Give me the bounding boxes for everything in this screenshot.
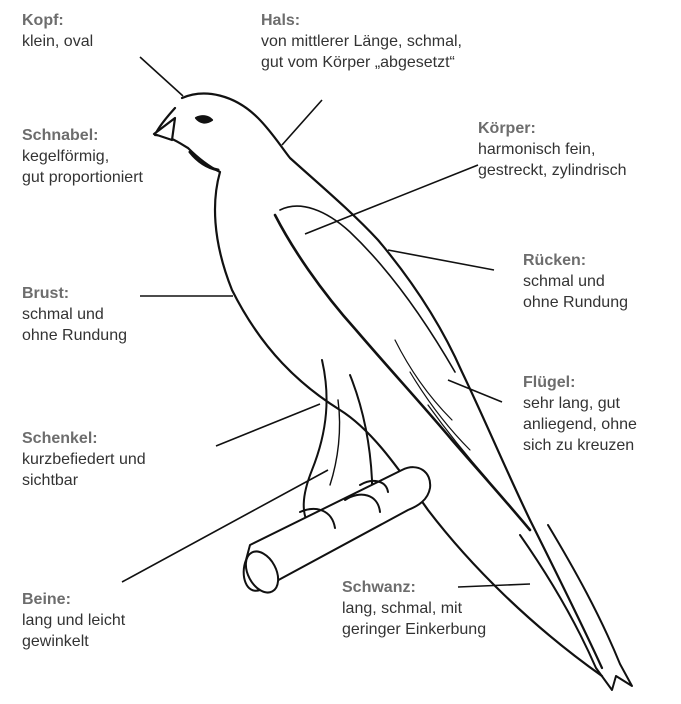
label-fluegel-line: sich zu kreuzen bbox=[523, 435, 637, 456]
label-fluegel-title: Flügel: bbox=[523, 372, 637, 393]
label-fluegel-line: anliegend, ohne bbox=[523, 414, 637, 435]
label-hals-line: gut vom Körper „abgesetzt“ bbox=[261, 52, 462, 73]
label-brust-line: schmal und bbox=[22, 304, 127, 325]
pointer-ruecken bbox=[388, 250, 494, 270]
wing-feathers bbox=[395, 340, 488, 480]
label-koerper-line: gestreckt, zylindrisch bbox=[478, 160, 627, 181]
eye bbox=[196, 116, 212, 122]
label-fluegel-line: sehr lang, gut bbox=[523, 393, 637, 414]
leg-inner bbox=[330, 400, 340, 485]
label-ruecken-title: Rücken: bbox=[523, 250, 628, 271]
label-brust: Brust: schmal und ohne Rundung bbox=[22, 283, 127, 346]
label-beine-title: Beine: bbox=[22, 589, 125, 610]
label-hals-line: von mittlerer Länge, schmal, bbox=[261, 31, 462, 52]
label-ruecken-line: ohne Rundung bbox=[523, 292, 628, 313]
label-ruecken-line: schmal und bbox=[523, 271, 628, 292]
pointer-schenkel bbox=[216, 404, 320, 446]
label-schenkel-title: Schenkel: bbox=[22, 428, 146, 449]
label-hals: Hals: von mittlerer Länge, schmal, gut v… bbox=[261, 10, 462, 73]
label-schwanz-line: geringer Einkerbung bbox=[342, 619, 486, 640]
label-koerper-title: Körper: bbox=[478, 118, 627, 139]
pointer-hals bbox=[282, 100, 322, 145]
label-beine-line: lang und leicht bbox=[22, 610, 125, 631]
label-schnabel-title: Schnabel: bbox=[22, 125, 143, 146]
label-ruecken: Rücken: schmal und ohne Rundung bbox=[523, 250, 628, 313]
pointer-koerper bbox=[305, 165, 478, 234]
label-koerper-line: harmonisch fein, bbox=[478, 139, 627, 160]
label-schwanz: Schwanz: lang, schmal, mit geringer Eink… bbox=[342, 577, 486, 640]
tail bbox=[520, 525, 632, 690]
label-koerper: Körper: harmonisch fein, gestreckt, zyli… bbox=[478, 118, 627, 181]
label-schnabel: Schnabel: kegelförmig, gut proportionier… bbox=[22, 125, 143, 188]
wing-edge bbox=[280, 206, 455, 372]
label-schwanz-title: Schwanz: bbox=[342, 577, 486, 598]
label-fluegel: Flügel: sehr lang, gut anliegend, ohne s… bbox=[523, 372, 637, 456]
label-schwanz-line: lang, schmal, mit bbox=[342, 598, 486, 619]
label-kopf-title: Kopf: bbox=[22, 10, 93, 31]
label-beine: Beine: lang und leicht gewinkelt bbox=[22, 589, 125, 652]
label-schnabel-line: gut proportioniert bbox=[22, 167, 143, 188]
label-brust-line: ohne Rundung bbox=[22, 325, 127, 346]
label-schenkel: Schenkel: kurzbefiedert und sichtbar bbox=[22, 428, 146, 491]
label-brust-title: Brust: bbox=[22, 283, 127, 304]
label-hals-title: Hals: bbox=[261, 10, 462, 31]
label-schenkel-line: sichtbar bbox=[22, 470, 146, 491]
pointer-kopf bbox=[140, 57, 183, 96]
label-schenkel-line: kurzbefiedert und bbox=[22, 449, 146, 470]
label-kopf-line: klein, oval bbox=[22, 31, 93, 52]
label-kopf: Kopf: klein, oval bbox=[22, 10, 93, 52]
label-schnabel-line: kegelförmig, bbox=[22, 146, 143, 167]
label-beine-line: gewinkelt bbox=[22, 631, 125, 652]
